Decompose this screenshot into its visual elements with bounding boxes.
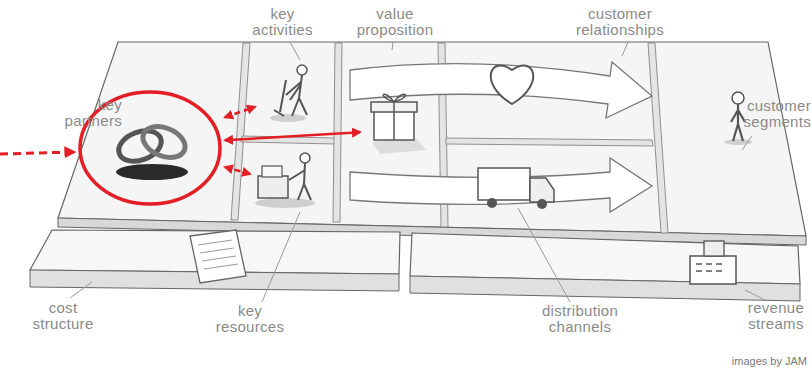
block-label: revenue streams: [742, 300, 810, 332]
divider-ridge: [648, 43, 668, 233]
block-label: customer relationships: [555, 6, 685, 38]
block-label: key resources: [210, 303, 290, 335]
block-label: value proposition: [345, 6, 445, 38]
leader-line: [745, 290, 765, 300]
ring-shadow: [116, 164, 188, 180]
worker-figure: [289, 163, 311, 200]
document-symbol: [190, 230, 246, 283]
canvas-block: key activities: [255, 58, 335, 128]
document-lines: [198, 240, 238, 269]
worker-head: [297, 65, 307, 75]
canvas-block: revenue streams: [415, 236, 795, 288]
canvas-block: customer segments: [665, 55, 790, 230]
credit-note: images by JAM: [732, 355, 807, 367]
truck-wheel: [487, 198, 497, 208]
customer-figure: [731, 104, 745, 141]
partner-arrow: [225, 107, 255, 117]
block-label: distribution channels: [535, 303, 625, 335]
resource-box: [258, 176, 288, 198]
worker-head: [300, 153, 310, 163]
leader-line: [70, 282, 92, 298]
figure-shadow: [270, 114, 306, 122]
flow-arrow: [350, 62, 652, 118]
gift-ribbon: [383, 94, 405, 140]
register-keys: [696, 264, 722, 271]
register-display: [704, 241, 724, 256]
divider-ridge: [333, 43, 342, 222]
canvas-block: value proposition: [360, 50, 435, 210]
board-top: [58, 42, 806, 236]
customer-head: [732, 92, 744, 104]
leader-line: [518, 208, 570, 302]
divider-ridge: [231, 43, 250, 220]
truck-cab: [530, 178, 554, 202]
canvas-block: key partners: [65, 75, 225, 215]
canvas-block: key resources: [250, 150, 330, 220]
pointer-arrow: [0, 152, 74, 154]
leader-line: [392, 42, 393, 50]
ring-symbol: [115, 125, 166, 166]
revenue-slab-top: [410, 233, 800, 284]
heart-symbol: [491, 65, 533, 104]
block-label: key activities: [245, 6, 320, 38]
block-label: key partners: [60, 97, 122, 129]
leader-line: [622, 42, 628, 56]
truck-wheel: [537, 199, 547, 209]
divider-ridge: [241, 136, 336, 144]
partner-arrow: [225, 167, 250, 174]
leader-line: [262, 212, 300, 302]
canvas-block: customer relationships: [450, 50, 635, 135]
canvas-block: cost structure: [40, 232, 395, 284]
block-label: customer segments: [735, 98, 811, 130]
leader-line: [290, 42, 300, 60]
block-label: cost structure: [28, 300, 98, 332]
revenue-slab-front: [410, 276, 800, 301]
register-body: [690, 256, 736, 284]
resource-box: [262, 166, 282, 177]
divider-ridge: [446, 138, 653, 146]
worker-figure: [286, 75, 307, 116]
flow-arrow: [350, 158, 652, 212]
ring-symbol: [138, 121, 189, 163]
figure-shadow: [255, 198, 315, 208]
canvas-block: distribution channels: [455, 150, 625, 225]
shovel-symbol: [274, 80, 286, 116]
truck-cargo: [478, 168, 530, 200]
partner-arrow: [225, 132, 360, 140]
leader-line: [742, 136, 752, 150]
